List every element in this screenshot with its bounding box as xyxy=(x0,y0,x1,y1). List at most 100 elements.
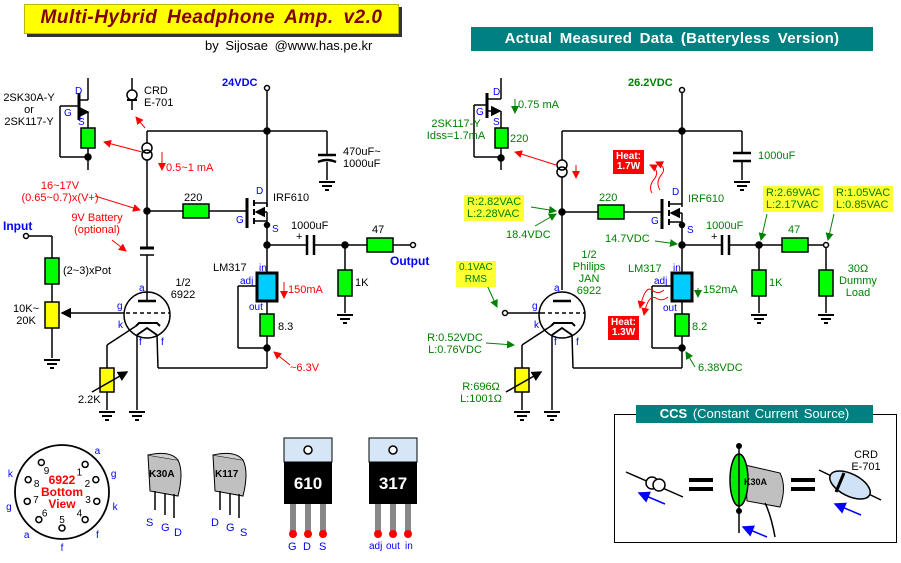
source-dc-label: 14.7VDC xyxy=(605,233,650,245)
current-arrow-icon xyxy=(637,491,666,505)
ccs-panel: K30A CRD E-701 xyxy=(614,414,897,543)
equals-icon xyxy=(791,478,815,482)
pin-label: in xyxy=(259,263,267,274)
supply-cap-label: 1000uF xyxy=(758,150,796,162)
dummy-load-label: 30Ω Dummy Load xyxy=(839,263,877,299)
heater-voltage-label: ~6.3V xyxy=(290,362,320,374)
output-ac-label: R:1.05VAC L:0.85VAC xyxy=(833,186,894,212)
equals-icon xyxy=(689,487,713,491)
measured-banner-text: Actual Measured Data (Batteryless Versio… xyxy=(504,30,840,47)
pin-label: D xyxy=(493,87,501,98)
input-terminal[interactable] xyxy=(22,232,30,240)
supply-terminal[interactable] xyxy=(263,84,271,92)
pin-label: G xyxy=(64,108,72,119)
ccs-k30a-marking: K30A xyxy=(744,477,768,487)
tube-base-diagram xyxy=(14,444,110,540)
supply-terminal[interactable] xyxy=(678,86,686,94)
junction xyxy=(263,127,271,135)
author-byline: by Sijosae @www.has.pe.kr xyxy=(205,38,373,53)
ccs-icon xyxy=(556,166,568,178)
title-banner: Multi-Hybrid Headphone Amp. v2.0 xyxy=(24,4,399,34)
pin-label: G xyxy=(288,541,297,553)
pin-label: G xyxy=(161,522,170,534)
tube-pin xyxy=(37,458,46,467)
right-schematic xyxy=(473,78,835,421)
tube-label: 1/2 Philips JAN 6922 xyxy=(572,249,606,297)
pin-label: adj xyxy=(369,541,383,552)
tube-pin-function: g xyxy=(6,502,12,513)
series-resistor-label: 47 xyxy=(372,224,385,236)
pin-label: D xyxy=(303,541,311,553)
gate-resistor-label: 220 xyxy=(599,192,618,204)
source-resistor-label: 220 xyxy=(510,133,529,145)
left-schematic xyxy=(22,78,417,421)
pin-label: k xyxy=(534,320,539,331)
pin-label: D xyxy=(174,527,182,539)
supply-voltage-label: 24VDC xyxy=(222,77,258,89)
regulator-label: LM317 xyxy=(213,262,247,274)
set-resistor-label: 8.3 xyxy=(278,321,294,333)
ground-icon xyxy=(98,411,116,421)
cap-polarity: + xyxy=(711,231,718,243)
resistor xyxy=(337,269,353,297)
pin-label: G xyxy=(236,215,244,226)
pin-label: in xyxy=(673,263,681,274)
resistor xyxy=(80,127,96,149)
input-terminal[interactable] xyxy=(501,309,509,317)
pin-label: a xyxy=(554,283,560,294)
pin-label: S xyxy=(319,541,327,553)
cathode-resistor-label: R:696Ω L:1001Ω xyxy=(460,381,502,405)
irf610-package xyxy=(283,437,333,538)
pin-label: g xyxy=(117,301,123,312)
cathode-dc-label: R:0.52VDC L:0.76VDC xyxy=(427,332,483,356)
equals-icon xyxy=(689,478,713,482)
current-arrow-icon xyxy=(833,502,862,516)
node-voltage-label: 16~17V (0.65~0.7)x(V+) xyxy=(21,180,99,204)
ccs-icon xyxy=(556,159,568,171)
ground-icon xyxy=(750,314,768,324)
ground-icon xyxy=(336,314,354,324)
mosfet-label: IRF610 xyxy=(273,192,310,204)
pin-label: S xyxy=(493,117,500,128)
pin-label: out xyxy=(386,541,400,552)
tube-pin-function: f xyxy=(96,530,99,541)
cap-plate-curved xyxy=(317,158,337,164)
crd-icon xyxy=(126,89,138,101)
node-ac-label: R:2.69VAC L:2.17VAC xyxy=(763,186,824,212)
page-title: Multi-Hybrid Headphone Amp. v2.0 xyxy=(40,7,383,28)
mosfet-label: IRF610 xyxy=(688,193,725,205)
ground-icon xyxy=(733,181,751,191)
pin-label: G xyxy=(476,107,484,118)
output-terminal[interactable] xyxy=(822,241,830,249)
ground-icon xyxy=(543,411,561,421)
resistor xyxy=(494,127,509,149)
pin-label: out xyxy=(663,303,677,314)
ccs-current-label: 0.5~1 mA xyxy=(166,162,214,174)
input-label: Input xyxy=(3,219,33,233)
pin-label: S xyxy=(146,517,154,529)
measured-banner: Actual Measured Data (Batteryless Versio… xyxy=(471,27,873,51)
pin-label: out xyxy=(249,302,263,313)
k30a-body xyxy=(744,464,784,508)
potentiometer xyxy=(44,301,60,329)
crd-body xyxy=(829,470,871,500)
pin-label: f xyxy=(161,337,164,348)
ccs-drawings xyxy=(625,443,882,538)
pot-value-label: 10K~ 20K xyxy=(13,303,39,327)
tube-pin-function: f xyxy=(61,543,64,554)
tube-pin-number: 4 xyxy=(77,509,83,520)
pin-label: S xyxy=(240,527,248,539)
pin-label: a xyxy=(139,283,145,294)
regulator-current-label: 150mA xyxy=(288,284,323,296)
output-terminal[interactable] xyxy=(409,241,417,249)
load-resistor-label: 1K xyxy=(355,277,369,289)
right-annotation-arrows xyxy=(485,99,835,368)
crd-label: CRD E-701 xyxy=(144,85,174,109)
ccs-icon xyxy=(141,149,153,161)
set-resistor-label: 8.2 xyxy=(692,321,708,333)
input-signal-label: 0.1VAC RMS xyxy=(456,261,496,287)
tube-cathode xyxy=(135,322,161,327)
ccs-panel-title: CCS (Constant Current Source) xyxy=(636,405,873,423)
